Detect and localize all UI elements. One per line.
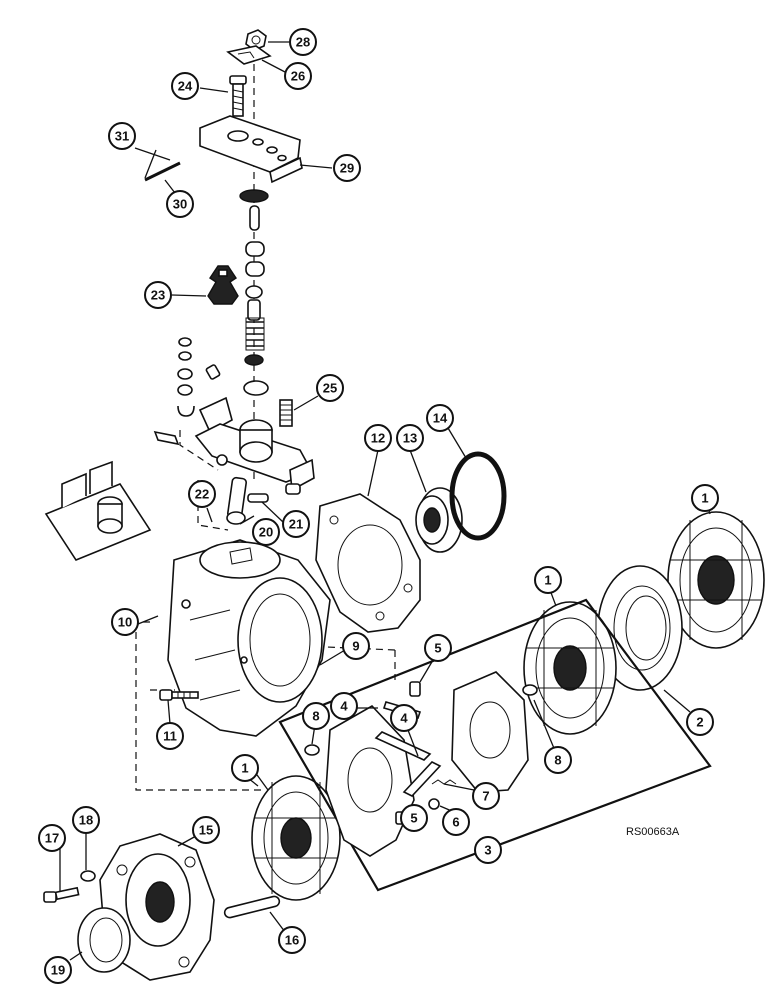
callout-28: 28 <box>289 28 317 56</box>
svg-text:22: 22 <box>195 487 209 502</box>
svg-text:6: 6 <box>452 815 459 830</box>
callout-4-left: 4 <box>330 692 358 720</box>
svg-text:18: 18 <box>79 813 93 828</box>
svg-text:17: 17 <box>45 831 59 846</box>
callout-29: 29 <box>333 154 361 182</box>
nut-part-28 <box>245 29 267 51</box>
callout-19: 19 <box>44 956 72 984</box>
friction-disc-right <box>667 511 765 649</box>
callout-8-left: 8 <box>302 702 330 730</box>
svg-text:4: 4 <box>340 699 348 714</box>
callout-1-middle: 1 <box>534 566 562 594</box>
callout-24: 24 <box>171 72 199 100</box>
pin-part-16 <box>223 895 281 919</box>
svg-text:12: 12 <box>371 431 385 446</box>
svg-text:13: 13 <box>403 431 417 446</box>
svg-text:5: 5 <box>410 811 417 826</box>
svg-text:3: 3 <box>484 843 491 858</box>
svg-text:30: 30 <box>173 197 187 212</box>
small-hardware-left <box>153 337 221 446</box>
svg-text:5: 5 <box>434 641 441 656</box>
lever-assembly <box>216 454 301 525</box>
reference-code: RS00663A <box>626 826 680 838</box>
callout-26: 26 <box>284 62 312 90</box>
svg-text:7: 7 <box>482 789 489 804</box>
callout-17: 17 <box>38 824 66 852</box>
spring-part-25 <box>279 399 293 427</box>
callout-15: 15 <box>192 816 220 844</box>
callout-4-right: 4 <box>390 704 418 732</box>
callout-16: 16 <box>278 926 306 954</box>
svg-text:10: 10 <box>118 615 132 630</box>
pin-part-30 <box>144 161 181 182</box>
lock-plate-part-26 <box>226 45 272 65</box>
svg-text:26: 26 <box>291 69 305 84</box>
seal-part-19 <box>77 907 131 973</box>
svg-text:14: 14 <box>433 411 448 426</box>
callout-18: 18 <box>72 806 100 834</box>
callout-5-bottom: 5 <box>400 804 428 832</box>
bolt-part-17 <box>43 886 80 903</box>
svg-text:8: 8 <box>554 753 561 768</box>
bolt-part-24 <box>229 75 247 117</box>
callout-8-right: 8 <box>544 746 572 774</box>
alternate-bracket <box>44 460 152 561</box>
svg-text:28: 28 <box>296 35 310 50</box>
pressure-plate-part-2 <box>597 565 683 691</box>
svg-text:15: 15 <box>199 823 213 838</box>
svg-text:1: 1 <box>701 491 708 506</box>
svg-text:16: 16 <box>285 933 299 948</box>
callout-31: 31 <box>108 122 136 150</box>
callout-23: 23 <box>144 281 172 309</box>
rubber-boot-part-23 <box>207 265 239 305</box>
svg-text:20: 20 <box>259 525 273 540</box>
svg-text:24: 24 <box>178 79 193 94</box>
callout-10: 10 <box>111 608 139 636</box>
detent-stack <box>239 189 269 396</box>
callout-6: 6 <box>442 808 470 836</box>
gasket-part-12 <box>315 493 421 633</box>
callout-5-top: 5 <box>424 634 452 662</box>
svg-text:2: 2 <box>696 715 703 730</box>
svg-text:9: 9 <box>352 639 359 654</box>
callout-13: 13 <box>396 424 424 452</box>
ring-part-14 <box>449 451 507 541</box>
svg-text:8: 8 <box>312 709 319 724</box>
friction-disc-middle <box>523 601 617 735</box>
callout-1-right: 1 <box>691 484 719 512</box>
svg-text:1: 1 <box>544 573 551 588</box>
callout-3: 3 <box>474 836 502 864</box>
callout-30: 30 <box>166 190 194 218</box>
svg-text:19: 19 <box>51 963 65 978</box>
svg-text:23: 23 <box>151 288 165 303</box>
callout-14: 14 <box>426 404 454 432</box>
washer-part-18 <box>80 870 96 882</box>
callout-2: 2 <box>686 708 714 736</box>
callout-1-lower: 1 <box>231 754 259 782</box>
bracket-part-29 <box>199 115 303 184</box>
callout-22: 22 <box>188 480 216 508</box>
svg-text:11: 11 <box>163 729 177 744</box>
housing-part-9 <box>167 539 331 737</box>
callout-25: 25 <box>316 374 344 402</box>
svg-text:25: 25 <box>323 381 337 396</box>
svg-text:21: 21 <box>289 517 303 532</box>
svg-text:29: 29 <box>340 161 354 176</box>
friction-disc-lower <box>251 775 341 901</box>
callout-7: 7 <box>472 782 500 810</box>
callout-20: 20 <box>252 518 280 546</box>
callout-21: 21 <box>282 510 310 538</box>
svg-text:31: 31 <box>115 129 129 144</box>
support-bracket <box>194 396 315 492</box>
leader-lines <box>59 41 711 961</box>
bolt-part-11 <box>159 689 199 701</box>
callout-9: 9 <box>342 632 370 660</box>
svg-text:1: 1 <box>241 761 248 776</box>
callout-12: 12 <box>364 424 392 452</box>
callout-11: 11 <box>156 722 184 750</box>
svg-text:4: 4 <box>400 711 408 726</box>
